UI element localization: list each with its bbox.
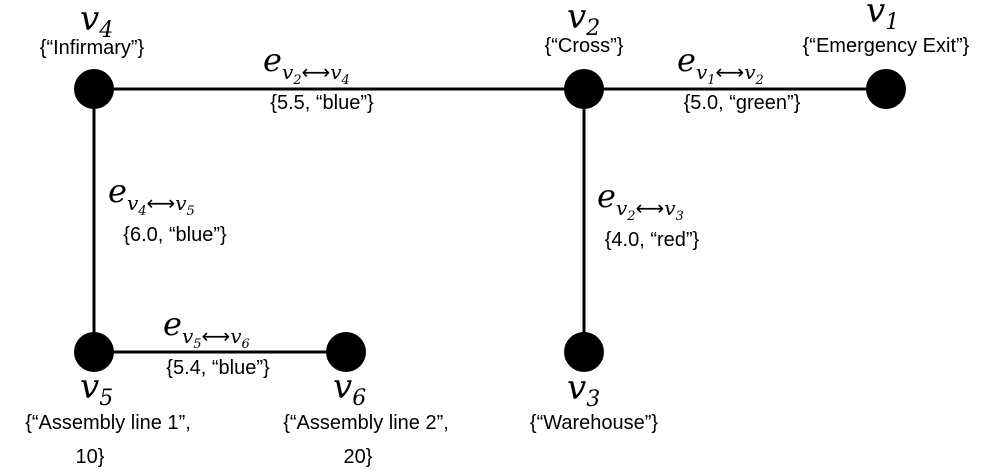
edge-v5-v6-attr: {5.4, “blue”} xyxy=(166,357,270,379)
node-v4-attr: {“Infirmary”} xyxy=(40,37,145,59)
node-v2[interactable] xyxy=(564,69,604,109)
node-v5[interactable] xyxy=(74,332,114,372)
node-v1-label: v1 xyxy=(866,0,899,35)
node-v4[interactable] xyxy=(74,69,114,109)
node-v3[interactable] xyxy=(564,332,604,372)
node-v6-attr-line1: {“Assembly line 2”, xyxy=(283,412,449,434)
node-v5-label: v5 xyxy=(80,367,113,411)
node-v3-attr: {“Warehouse”} xyxy=(530,412,659,434)
node-v6-label: v6 xyxy=(333,367,366,411)
edge-v4-v5-attr: {6.0, “blue”} xyxy=(123,224,227,246)
edge-v1-v2-label: ev1⟷v2 xyxy=(677,41,764,88)
node-v1[interactable] xyxy=(866,69,906,109)
edge-v2-v3-attr: {4.0, “red”} xyxy=(605,229,700,251)
node-v2-attr: {“Cross”} xyxy=(545,35,624,57)
node-v3-label: v3 xyxy=(567,368,600,412)
edge-v2-v3-label: ev2⟷v3 xyxy=(597,177,684,224)
node-v5-attr-line1: {“Assembly line 1”, xyxy=(25,412,191,434)
node-v6-attr-line2: 20} xyxy=(344,446,373,468)
edge-v1-v2-attr: {5.0, “green”} xyxy=(684,92,801,114)
edge-v2-v4-attr: {5.5, “blue”} xyxy=(270,92,374,114)
edge-v5-v6-label: ev5⟷v6 xyxy=(163,305,250,352)
node-v1-attr: {“Emergency Exit”} xyxy=(803,35,970,57)
node-v2-label: v2 xyxy=(567,0,600,41)
node-v4-label: v4 xyxy=(80,0,113,43)
edge-v2-v4-label: ev2⟷v4 xyxy=(263,41,350,88)
node-v6[interactable] xyxy=(326,332,366,372)
node-v5-attr-line2: 10} xyxy=(76,446,105,468)
edge-v4-v5-label: ev4⟷v5 xyxy=(108,172,195,219)
